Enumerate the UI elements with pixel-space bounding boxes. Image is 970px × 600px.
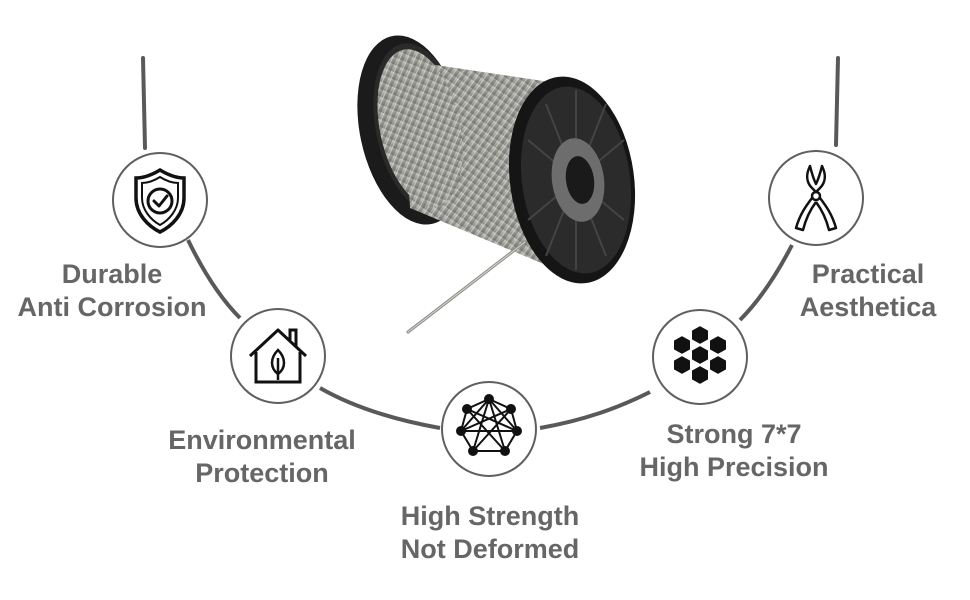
feature-subtitle-environmental: Protection bbox=[195, 458, 329, 488]
feature-icon-badge-environmental bbox=[230, 308, 326, 404]
feature-icon-badge-practical bbox=[768, 150, 864, 246]
feature-subtitle-durable: Anti Corrosion bbox=[17, 292, 207, 322]
shield-check-icon bbox=[134, 167, 186, 234]
feature-subtitle-precision: High Precision bbox=[639, 452, 829, 482]
seven-hexagons-icon bbox=[672, 323, 728, 387]
feature-label-precision: Strong 7*7 High Precision bbox=[632, 418, 836, 484]
feature-icon-badge-strength bbox=[441, 381, 537, 477]
feature-title-strength: High Strength bbox=[400, 501, 580, 531]
feature-subtitle-practical: Aesthetica bbox=[799, 292, 937, 322]
feature-title-environmental: Environmental bbox=[168, 425, 356, 455]
feature-label-strength: High Strength Not Deformed bbox=[390, 500, 590, 566]
feature-label-durable: Durable Anti Corrosion bbox=[12, 258, 212, 324]
network-hexagon-icon bbox=[456, 394, 522, 456]
feature-icon-badge-precision bbox=[652, 309, 748, 405]
feature-title-durable: Durable bbox=[61, 259, 163, 289]
feature-title-practical: Practical bbox=[811, 259, 925, 289]
feature-title-precision: Strong 7*7 bbox=[666, 419, 802, 449]
wire-rope-spool-image bbox=[357, 35, 636, 334]
wire-cutter-icon bbox=[794, 164, 838, 232]
feature-label-practical: Practical Aesthetica bbox=[776, 258, 960, 324]
eco-house-icon bbox=[248, 328, 308, 384]
feature-icon-badge-durable bbox=[112, 152, 208, 248]
feature-label-environmental: Environmental Protection bbox=[160, 424, 364, 490]
feature-subtitle-strength: Not Deformed bbox=[400, 534, 580, 564]
